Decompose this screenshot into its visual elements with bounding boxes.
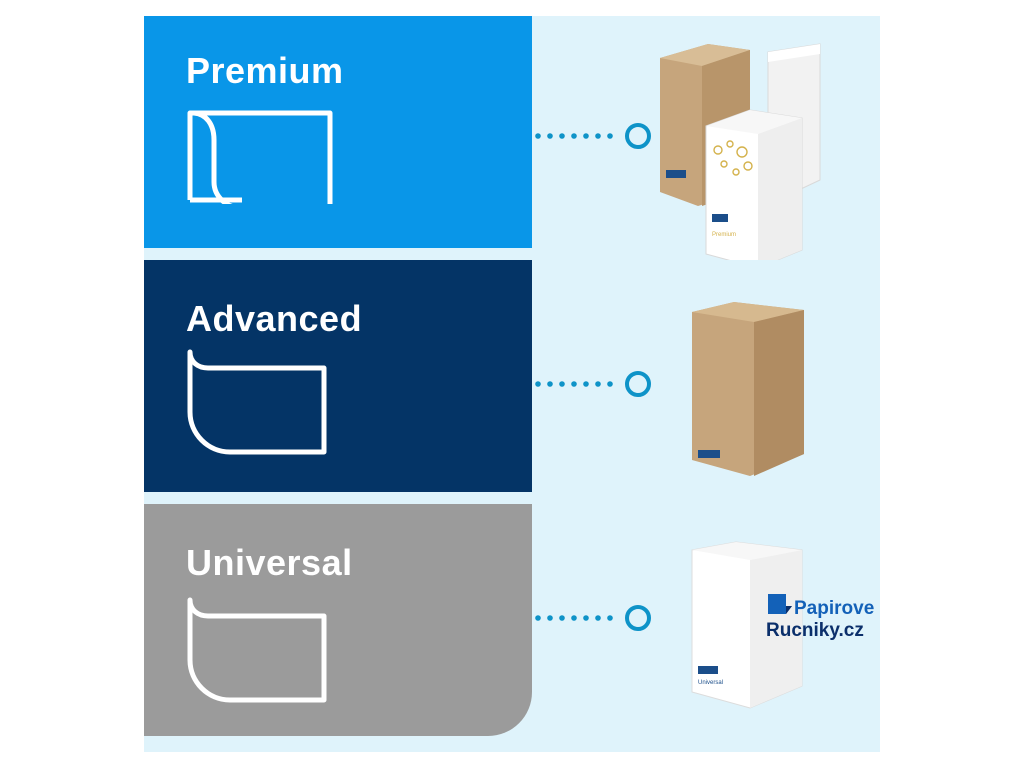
single-ply-napkin-icon bbox=[187, 349, 327, 455]
watermark-text: Papirove Rucniky.cz bbox=[766, 598, 875, 642]
tier-label-advanced: Advanced bbox=[186, 298, 363, 339]
connector-universal bbox=[535, 605, 651, 631]
tier-label-premium: Premium bbox=[186, 50, 344, 91]
product-image-universal: Universal bbox=[691, 541, 803, 709]
tier-universal: Universal bbox=[144, 504, 532, 736]
connector-advanced bbox=[535, 371, 651, 397]
product-image-premium: Premium bbox=[660, 43, 821, 260]
watermark-line2: Rucniky.cz bbox=[766, 620, 864, 641]
tier-comparison-graphic: Premium Advanced Universal bbox=[144, 16, 880, 752]
single-ply-napkin-icon bbox=[187, 597, 327, 703]
tier-premium: Premium bbox=[144, 16, 532, 248]
double-ply-napkin-icon bbox=[187, 110, 333, 204]
tier-advanced: Advanced bbox=[144, 260, 532, 492]
tier-label-universal: Universal bbox=[186, 542, 353, 583]
product-line-universal: Universal bbox=[698, 680, 723, 686]
product-image-advanced bbox=[692, 302, 804, 476]
product-line-premium: Premium bbox=[712, 232, 736, 238]
napkin-logo-icon bbox=[768, 594, 792, 614]
watermark-line1: Papirove bbox=[794, 598, 875, 619]
connector-premium bbox=[535, 123, 651, 149]
